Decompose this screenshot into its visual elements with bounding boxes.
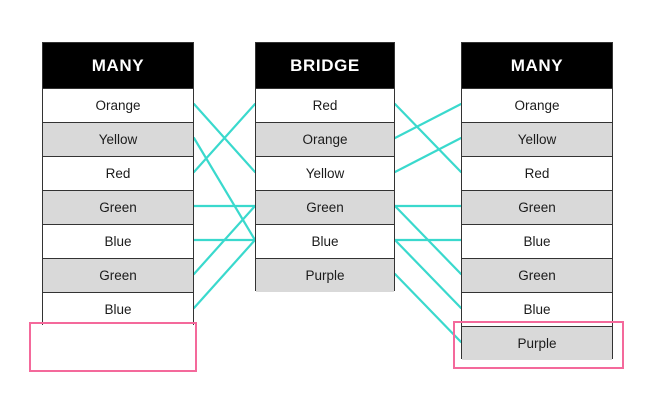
connector-bridge-right bbox=[393, 272, 463, 344]
connector-left-bridge bbox=[192, 102, 257, 174]
right-many-row[interactable]: Green bbox=[462, 190, 612, 224]
right-many-row[interactable]: Yellow bbox=[462, 122, 612, 156]
right-many-table-header: MANY bbox=[462, 43, 612, 88]
left-many-row[interactable]: Green bbox=[43, 190, 193, 224]
connector-left-bridge bbox=[192, 136, 257, 242]
right-many-row[interactable]: Red bbox=[462, 156, 612, 190]
left-many-row[interactable]: Yellow bbox=[43, 122, 193, 156]
left-empty-highlight bbox=[29, 322, 197, 372]
left-many-row[interactable]: Orange bbox=[43, 88, 193, 122]
right-many-row[interactable]: Orange bbox=[462, 88, 612, 122]
right-many-row[interactable]: Purple bbox=[462, 326, 612, 360]
right-purple-highlight bbox=[453, 321, 624, 369]
bridge-row[interactable]: Blue bbox=[256, 224, 394, 258]
connector-bridge-right bbox=[393, 238, 463, 310]
bridge-row[interactable]: Red bbox=[256, 88, 394, 122]
left-many-row[interactable]: Blue bbox=[43, 224, 193, 258]
connector-left-bridge bbox=[192, 238, 257, 310]
left-many-table-header: MANY bbox=[43, 43, 193, 88]
connector-bridge-right bbox=[393, 136, 463, 174]
bridge-row[interactable]: Yellow bbox=[256, 156, 394, 190]
connector-bridge-right bbox=[393, 102, 463, 174]
bridge-row[interactable]: Orange bbox=[256, 122, 394, 156]
connector-left-bridge bbox=[192, 204, 257, 276]
bridge-row[interactable]: Purple bbox=[256, 258, 394, 292]
bridge-table-header: BRIDGE bbox=[256, 43, 394, 88]
connector-bridge-right bbox=[393, 102, 463, 140]
right-many-row[interactable]: Blue bbox=[462, 224, 612, 258]
connector-bridge-right bbox=[393, 204, 463, 276]
left-many-row[interactable]: Green bbox=[43, 258, 193, 292]
bridge-row[interactable]: Green bbox=[256, 190, 394, 224]
connector-left-bridge bbox=[192, 102, 257, 174]
right-many-row[interactable]: Green bbox=[462, 258, 612, 292]
left-many-row[interactable]: Blue bbox=[43, 292, 193, 326]
left-many-row[interactable]: Red bbox=[43, 156, 193, 190]
right-many-row[interactable]: Blue bbox=[462, 292, 612, 326]
